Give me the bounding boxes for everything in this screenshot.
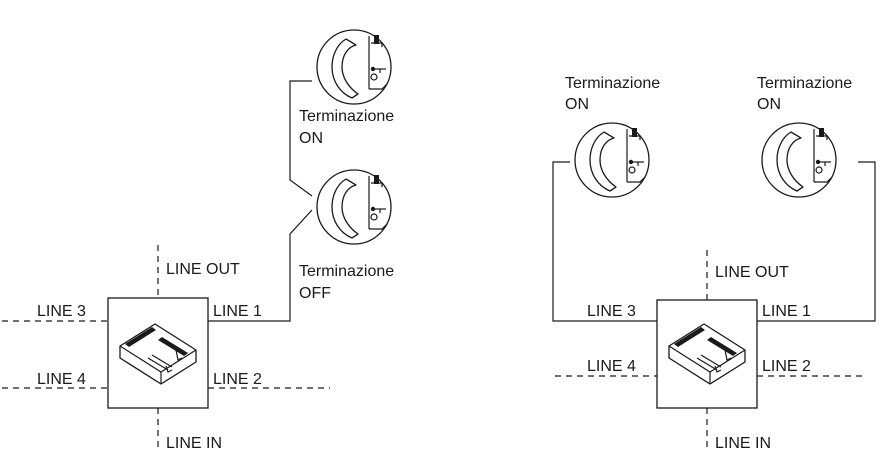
right-line-4-label: LINE 4 — [587, 358, 636, 375]
right-line-2-label: LINE 2 — [762, 358, 811, 375]
left-top-handset-label-2: ON — [299, 130, 323, 147]
right-line-out-label: LINE OUT — [715, 264, 789, 281]
left-line-4-label: LINE 4 — [37, 371, 86, 388]
right-right-handset-label-1: Terminazione — [757, 75, 852, 92]
right-left-handset-label-1: Terminazione — [565, 75, 660, 92]
intercom-handset-icon — [316, 169, 392, 245]
intercom-handset-icon — [574, 122, 650, 198]
intercom-handset-icon — [316, 29, 392, 105]
intercom-handset-icon — [761, 122, 837, 198]
left-line-3-label: LINE 3 — [37, 303, 86, 320]
right-line-in-label: LINE IN — [715, 435, 771, 451]
left-line-1-label: LINE 1 — [213, 303, 262, 320]
left-bus-wire — [289, 80, 313, 197]
right-diagram: LINE OUT LINE IN LINE 3 LINE 4 LINE 1 LI… — [552, 75, 876, 451]
left-top-handset-label-1: Terminazione — [299, 108, 394, 125]
left-bottom-handset-label-1: Terminazione — [299, 263, 394, 280]
right-left-handset-label-2: ON — [565, 96, 589, 113]
left-line-2-label: LINE 2 — [213, 371, 262, 388]
left-diagram: LINE OUT LINE IN LINE 3 LINE 4 LINE 1 LI… — [2, 29, 394, 451]
right-line-1-label: LINE 1 — [762, 303, 811, 320]
right-line-3-wire — [552, 161, 657, 322]
left-line-in-label: LINE IN — [166, 435, 222, 451]
left-line-1-wire — [208, 209, 313, 322]
left-line-out-label: LINE OUT — [166, 261, 240, 278]
right-line-1-wire — [757, 161, 876, 322]
right-right-handset-label-2: ON — [757, 96, 781, 113]
right-line-3-label: LINE 3 — [587, 303, 636, 320]
left-bottom-handset-label-2: OFF — [299, 285, 331, 302]
